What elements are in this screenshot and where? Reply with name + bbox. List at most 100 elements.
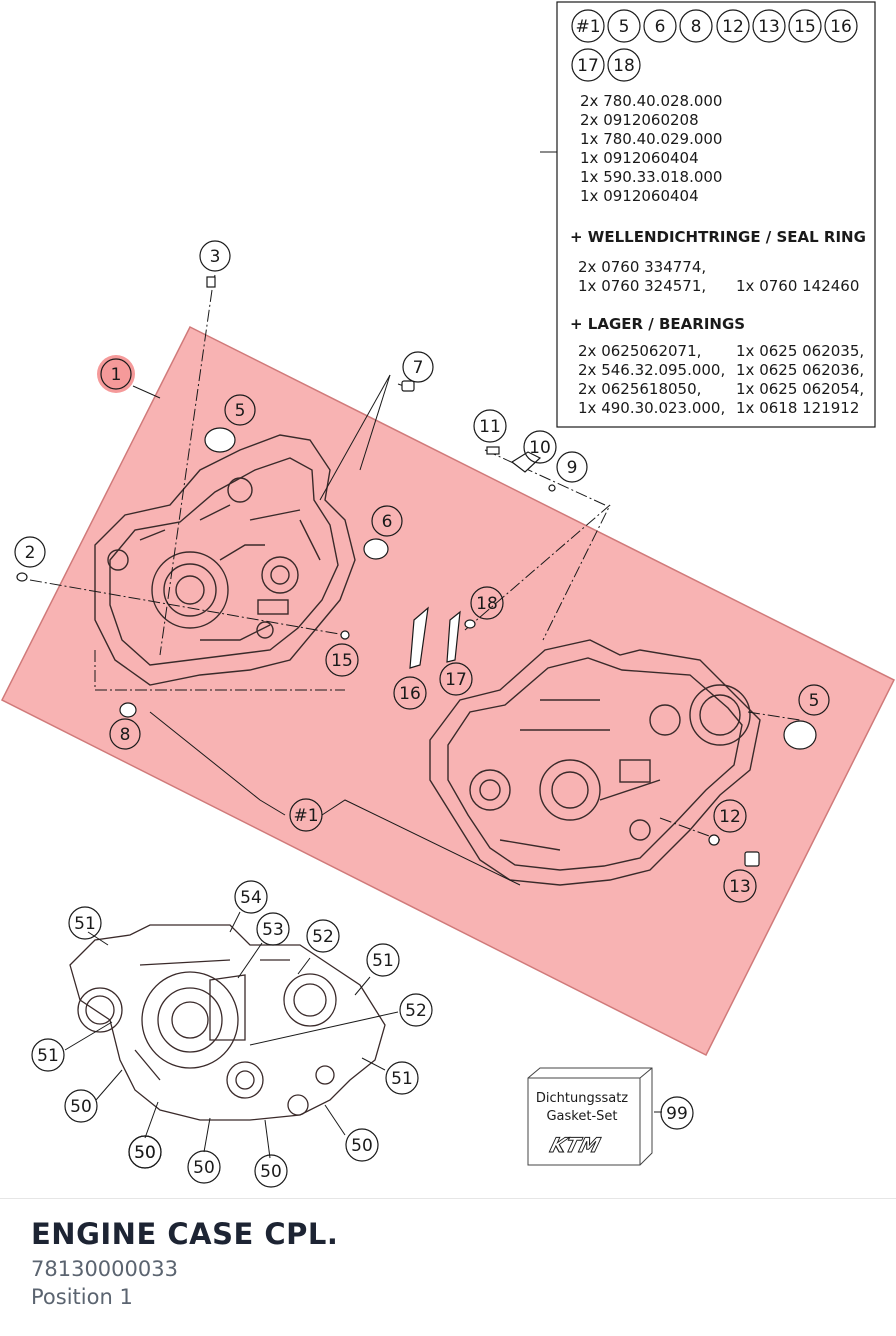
callout-label: 5 xyxy=(809,691,820,711)
info-callout-12[interactable]: 12 xyxy=(716,9,750,43)
callout-50-22[interactable]: 50 xyxy=(345,1128,379,1162)
seal-line-1: 2x 0760 334774, xyxy=(578,258,706,276)
callout-label: 8 xyxy=(691,17,702,37)
gasket-line-2: Gasket-Set xyxy=(546,1109,617,1124)
callout-label: 12 xyxy=(719,807,741,827)
bearing-line-left: 2x 546.32.095.000, xyxy=(578,361,725,379)
info-callout-hash1[interactable]: #1 xyxy=(571,9,605,43)
highlight-region-position-1[interactable] xyxy=(0,325,896,1057)
hardware-parts xyxy=(16,276,817,867)
callout-52-29[interactable]: 52 xyxy=(399,993,433,1027)
info-callout-5[interactable]: 5 xyxy=(607,9,641,43)
callout-label: 50 xyxy=(260,1162,282,1182)
callout-51-27[interactable]: 51 xyxy=(385,1061,419,1095)
callout-label: 51 xyxy=(37,1046,59,1066)
info-callout-8[interactable]: 8 xyxy=(679,9,713,43)
callout-label: 1 xyxy=(111,365,122,385)
callout-50-20[interactable]: 50 xyxy=(187,1150,221,1184)
callout-label: 18 xyxy=(476,594,498,614)
callout-label: 50 xyxy=(134,1143,156,1163)
callout-label: 53 xyxy=(262,920,284,940)
part-line: 2x 780.40.028.000 xyxy=(580,92,722,110)
bearing-line-right: 1x 0625 062035, xyxy=(736,342,864,360)
bearing-heading: + LAGER / BEARINGS xyxy=(570,315,745,333)
seal-heading: + WELLENDICHTRINGE / SEAL RING xyxy=(570,228,866,246)
callout-2-1[interactable]: 2 xyxy=(14,536,46,568)
part-position: Position 1 xyxy=(31,1285,133,1309)
callout-10-9[interactable]: 10 xyxy=(523,430,557,464)
callout-5-4[interactable]: 5 xyxy=(798,684,830,716)
callout-15-13[interactable]: 15 xyxy=(325,643,359,677)
callout-51-26[interactable]: 51 xyxy=(366,943,400,977)
callout-12-11[interactable]: 12 xyxy=(713,799,747,833)
callout-54-31[interactable]: 54 xyxy=(234,880,268,914)
info-callout-16[interactable]: 16 xyxy=(824,9,858,43)
bearing-line-left: 2x 0625062071, xyxy=(578,342,701,360)
callout-51-25[interactable]: 51 xyxy=(31,1038,65,1072)
callout-53-30[interactable]: 53 xyxy=(256,912,290,946)
callout-label: 10 xyxy=(529,438,551,458)
part-line: 1x 0912060404 xyxy=(580,187,699,205)
gasket-line-1: Dichtungssatz xyxy=(536,1091,628,1106)
info-callout-17[interactable]: 17 xyxy=(571,48,605,82)
callout-label: 6 xyxy=(655,17,666,37)
callout-17-15[interactable]: 17 xyxy=(439,662,473,696)
callout-label: 12 xyxy=(722,17,744,37)
callout-hash1-17[interactable]: #1 xyxy=(289,798,323,832)
callout-label: 18 xyxy=(613,56,635,76)
leader-lines xyxy=(29,151,801,1159)
callout-label: 7 xyxy=(413,358,424,378)
part-number: 78130000033 xyxy=(31,1257,178,1281)
info-callout-6[interactable]: 6 xyxy=(643,9,677,43)
callout-51-24[interactable]: 51 xyxy=(68,906,102,940)
callout-label: 51 xyxy=(372,951,394,971)
callout-label: 13 xyxy=(729,877,751,897)
callout-50-23[interactable]: 50 xyxy=(128,1135,162,1169)
bearing-line-right: 1x 0625 062054, xyxy=(736,380,864,398)
callout-11-10[interactable]: 11 xyxy=(473,409,507,443)
gasket-set-box[interactable]: Dichtungssatz Gasket-Set KTM xyxy=(527,1067,653,1166)
part-line: 2x 0912060208 xyxy=(580,111,699,129)
callout-label: 11 xyxy=(479,417,501,437)
callout-label: 52 xyxy=(312,927,334,947)
callout-5-3[interactable]: 5 xyxy=(224,394,256,426)
info-bearings-list: 2x 0625062071,2x 546.32.095.000,2x 06256… xyxy=(578,342,864,417)
callout-7-6[interactable]: 7 xyxy=(402,351,434,383)
callout-6-5[interactable]: 6 xyxy=(371,505,403,537)
callout-13-12[interactable]: 13 xyxy=(723,869,757,903)
footer-panel: ENGINE CASE CPL. 78130000033 Position 1 xyxy=(0,1198,896,1336)
callout-label: 50 xyxy=(134,1143,156,1163)
engine-case-right-half xyxy=(429,639,761,886)
bearing-line-left: 1x 490.30.023.000, xyxy=(578,399,725,417)
callout-50-21[interactable]: 50 xyxy=(254,1154,288,1188)
callout-52-28[interactable]: 52 xyxy=(306,919,340,953)
callout-16-14[interactable]: 16 xyxy=(393,676,427,710)
callout-label: 6 xyxy=(382,512,393,532)
callout-label: 2 xyxy=(25,543,36,563)
callout-9-8[interactable]: 9 xyxy=(556,451,588,483)
callout-label: 5 xyxy=(619,17,630,37)
callout-3-2[interactable]: 3 xyxy=(199,240,231,272)
callout-label: 99 xyxy=(666,1104,688,1124)
callout-label: 5 xyxy=(235,401,246,421)
callout-18-16[interactable]: 18 xyxy=(470,586,504,620)
callout-8-7[interactable]: 8 xyxy=(109,718,141,750)
callout-label: 50 xyxy=(193,1158,215,1178)
callout-label: 52 xyxy=(405,1001,427,1021)
info-callout-18[interactable]: 18 xyxy=(607,48,641,82)
callout-label: 3 xyxy=(210,247,221,267)
bearing-line-right: 1x 0618 121912 xyxy=(736,399,859,417)
callout-50-18[interactable]: 50 xyxy=(64,1089,98,1123)
seal-line-3: 1x 0760 142460 xyxy=(736,277,859,295)
info-callout-13[interactable]: 13 xyxy=(752,9,786,43)
callout-label: 17 xyxy=(445,670,467,690)
info-included-callouts: #1 5 6 8 12 13 15 16 17 18 xyxy=(571,9,858,82)
callout-99-32[interactable]: 99 xyxy=(660,1096,694,1130)
info-callout-15[interactable]: 15 xyxy=(788,9,822,43)
callout-label: 17 xyxy=(577,56,599,76)
part-line: 1x 590.33.018.000 xyxy=(580,168,722,186)
callout-1-0[interactable]: 1 xyxy=(97,355,135,393)
callout-label: 15 xyxy=(794,17,816,37)
